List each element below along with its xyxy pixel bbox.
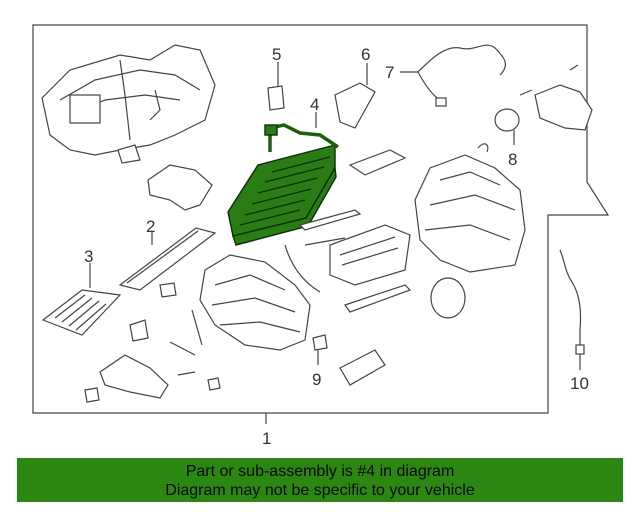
motor-part — [339, 349, 386, 386]
blend-door-part — [298, 149, 411, 286]
banner-line-disclaimer: Diagram may not be specific to your vehi… — [165, 482, 475, 499]
callout-8: 8 — [508, 150, 517, 169]
blower-housing-part — [41, 44, 216, 164]
evaporator-core-highlight — [227, 123, 339, 246]
callout-7: 7 — [385, 63, 394, 82]
callout-1: 1 — [262, 429, 271, 448]
vent-duct-part — [99, 354, 169, 399]
rod-part — [344, 284, 412, 313]
callout-3: 3 — [84, 247, 93, 266]
duct-part — [334, 63, 376, 129]
harness-part — [400, 44, 507, 107]
heater-housing-part — [414, 154, 526, 273]
filter-cover-part — [118, 227, 217, 291]
parts-diagram: 1 2 3 4 5 6 7 8 9 10 — [32, 24, 610, 448]
callout-2: 2 — [146, 217, 155, 236]
bracket-part — [147, 164, 213, 211]
bracket-right-part — [534, 84, 593, 131]
banner-line-part-number: Part or sub-assembly is #4 in diagram — [185, 463, 455, 480]
blower-motor-part — [430, 277, 466, 319]
cabin-filter-part — [41, 289, 122, 336]
callout-6: 6 — [361, 45, 370, 64]
lower-housing-part — [199, 254, 311, 351]
callout-5: 5 — [272, 45, 281, 64]
callout-9: 9 — [312, 370, 321, 389]
callout-10: 10 — [570, 374, 589, 393]
sensor-part — [267, 62, 285, 111]
assembly-outline — [32, 24, 610, 414]
info-banner: Part or sub-assembly is #4 in diagram Di… — [17, 458, 623, 502]
actuator-part — [477, 108, 520, 153]
connector-part — [312, 334, 328, 365]
drain-hose-part — [559, 249, 585, 370]
callout-4: 4 — [310, 95, 319, 114]
